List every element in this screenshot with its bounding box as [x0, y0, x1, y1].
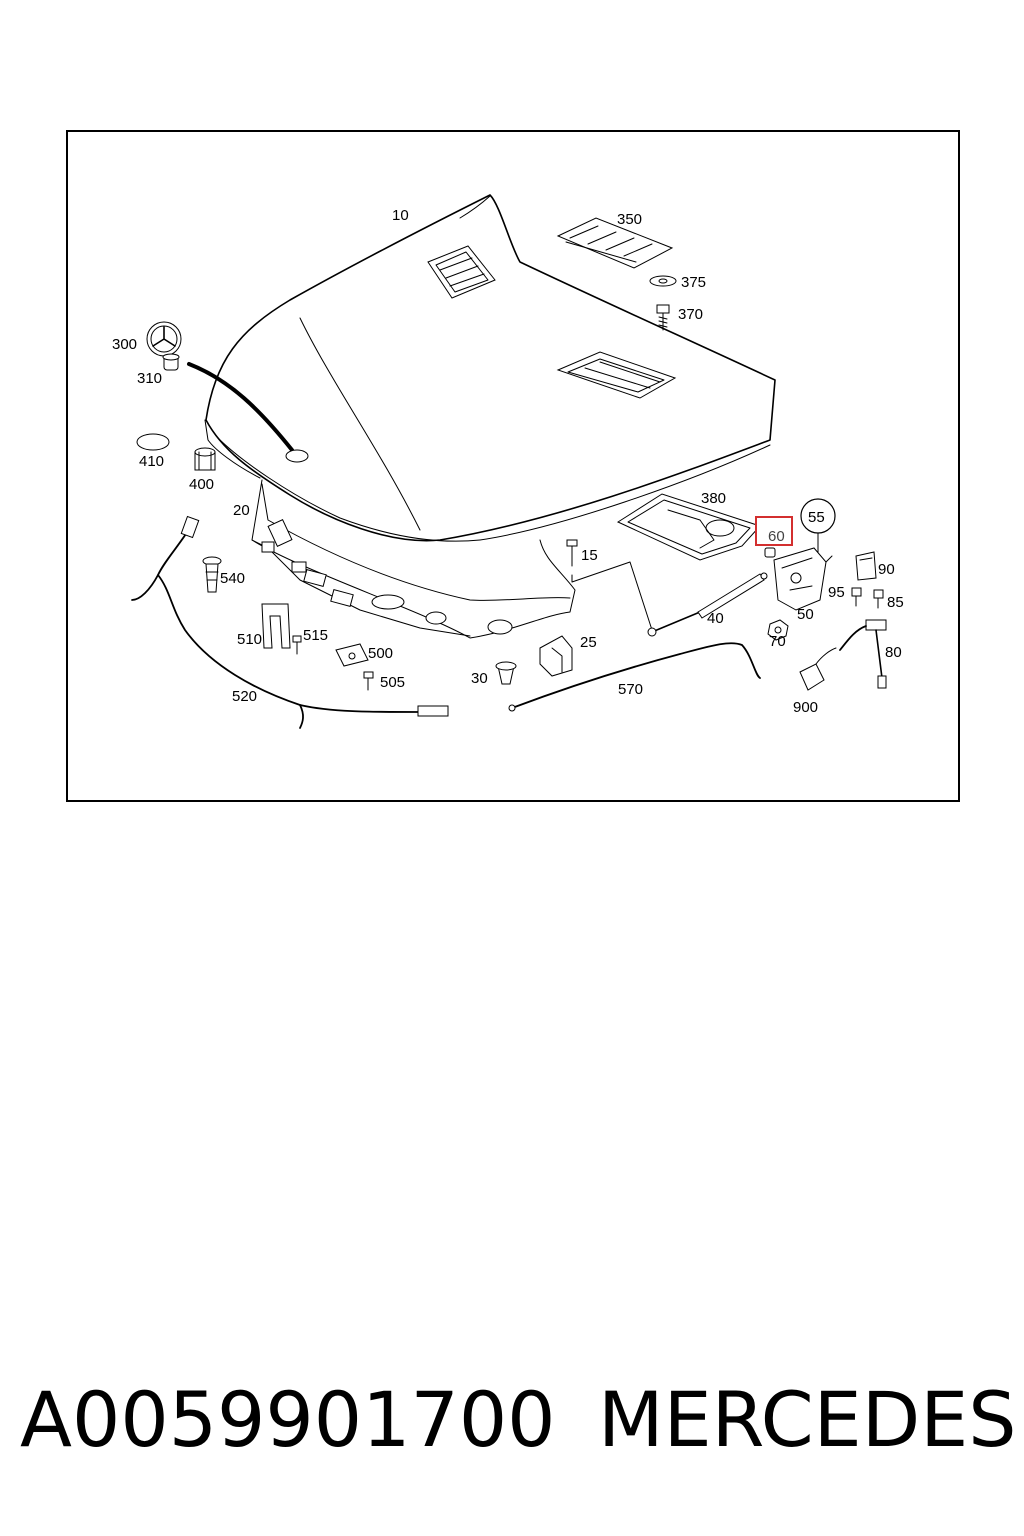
part-number: A0059901700 — [20, 1375, 556, 1464]
fastener-540 — [202, 556, 222, 593]
callout-310: 310 — [137, 370, 162, 387]
hood-vent-front — [427, 245, 496, 299]
buffer-400 — [194, 447, 216, 471]
bolt-95 — [851, 587, 862, 607]
callout-570: 570 — [618, 681, 643, 698]
callout-95: 95 — [828, 584, 845, 601]
callout-370: 370 — [678, 306, 703, 323]
grommet-310 — [162, 353, 180, 371]
screw-370 — [656, 304, 670, 331]
insulation-mat — [261, 483, 571, 635]
lock-pin-80 — [839, 619, 887, 689]
holder-500 — [335, 643, 369, 667]
callout-55: 55 — [808, 509, 825, 526]
callout-50: 50 — [797, 606, 814, 623]
screw-515 — [292, 635, 302, 655]
callout-85: 85 — [887, 594, 904, 611]
switch-90 — [855, 551, 877, 581]
release-cable-520 — [131, 515, 449, 729]
callout-410: 410 — [139, 453, 164, 470]
callout-300: 300 — [112, 336, 137, 353]
callout-375: 375 — [681, 274, 706, 291]
callout-510: 510 — [237, 631, 262, 648]
callout-55-circle — [800, 498, 836, 534]
connector-900 — [799, 647, 837, 691]
release-cable-570 — [511, 642, 761, 709]
clip-30 — [495, 661, 517, 685]
callout-70: 70 — [769, 633, 786, 650]
bolt-85 — [873, 589, 884, 609]
callout-400: 400 — [189, 476, 214, 493]
callout-515: 515 — [303, 627, 328, 644]
cover-seal-380 — [616, 493, 761, 561]
bolt-60 — [764, 547, 776, 558]
brand-name: MERCEDES — [598, 1375, 1016, 1464]
diagram-frame — [66, 130, 960, 802]
callout-505: 505 — [380, 674, 405, 691]
washer-375 — [649, 275, 677, 287]
callout-30: 30 — [471, 670, 488, 687]
star-emblem — [146, 321, 182, 357]
callout-540: 540 — [220, 570, 245, 587]
bumper-25 — [539, 635, 573, 677]
leader-15 — [571, 561, 653, 631]
grille-insert — [556, 217, 674, 269]
bolt-15 — [566, 539, 578, 567]
callout-80: 80 — [885, 644, 902, 661]
callout-25: 25 — [580, 634, 597, 651]
callout-15: 15 — [581, 547, 598, 564]
callout-350: 350 — [617, 211, 642, 228]
nut-70 — [767, 619, 789, 641]
pad-410 — [136, 433, 170, 451]
emblem-arrow — [187, 362, 294, 452]
callout-20: 20 — [233, 502, 250, 519]
callout-520: 520 — [232, 688, 257, 705]
gas-strut-40 — [647, 572, 768, 637]
callout-60: 60 — [768, 528, 785, 545]
callout-90: 90 — [878, 561, 895, 578]
bracket-510 — [261, 603, 291, 649]
callout-60-highlight-box — [755, 516, 793, 546]
callout-10: 10 — [392, 207, 409, 224]
callout-500: 500 — [368, 645, 393, 662]
hood-latch-50 — [773, 547, 833, 611]
callout-380: 380 — [701, 490, 726, 507]
hood-panel — [204, 194, 776, 639]
screw-505 — [363, 671, 374, 691]
callout-900: 900 — [793, 699, 818, 716]
hood-vent-rear — [556, 351, 677, 399]
callout-40: 40 — [707, 610, 724, 627]
